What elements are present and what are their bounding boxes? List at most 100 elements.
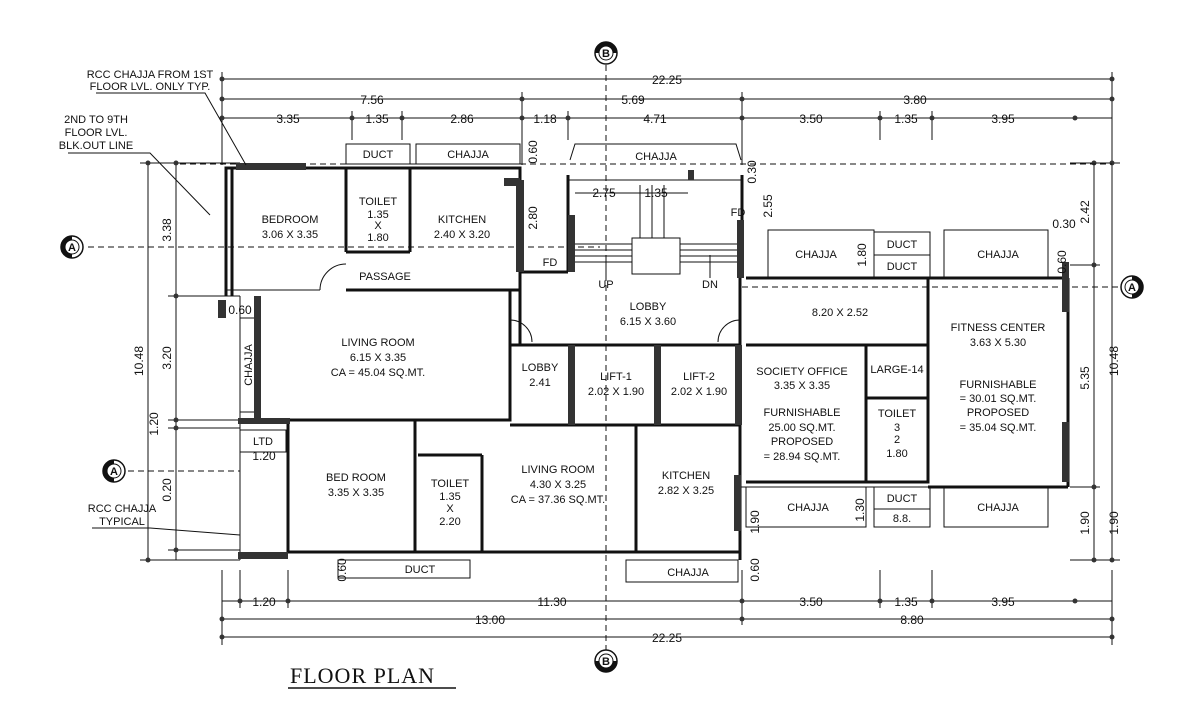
dim-misc: 0.60 — [526, 140, 540, 164]
room-size: X — [446, 503, 454, 515]
room-size: 2 — [894, 434, 900, 446]
room-note: FURNISHABLE — [763, 407, 840, 419]
room-name: LOBBY — [630, 301, 667, 313]
walls — [224, 143, 1070, 583]
dim-top-r2-c: 3.80 — [903, 93, 927, 107]
room-name: LOBBY — [522, 362, 559, 374]
columns — [218, 163, 1069, 559]
grid-marker-bottom: B — [594, 649, 618, 673]
dim-misc: 0.30 — [1052, 217, 1076, 231]
grid-label-a-left: A — [68, 242, 76, 254]
room-area: = 30.01 SQ.MT. — [960, 393, 1037, 405]
note-line: 2ND TO 9TH — [64, 114, 128, 126]
stair-up-label: UP — [598, 279, 613, 291]
dim-top-r3: 3.95 — [991, 112, 1015, 126]
misc-dims: 0.60 2.80 0.30 2.55 1.80 0.30 0.60 0.60 … — [228, 140, 1121, 582]
room-lift-2: LIFT-2 2.02 X 1.90 — [671, 371, 727, 398]
dim-top-r3: 3.50 — [799, 112, 823, 126]
room-name: LIVING ROOM — [341, 337, 414, 349]
room-lobby-small: LOBBY 2.41 — [522, 362, 559, 389]
note-line: FLOOR LVL. ONLY TYP. — [90, 81, 211, 93]
dim-bottom-r1: 3.50 — [799, 595, 823, 609]
dim-left-part: 3.38 — [160, 218, 174, 242]
room-size: 3.35 X 3.35 — [328, 487, 384, 499]
room-area: = 28.94 SQ.MT. — [764, 451, 841, 463]
fd-label: FD — [731, 207, 746, 219]
room-name: BEDROOM — [262, 214, 319, 226]
room-name: FITNESS CENTER — [951, 322, 1046, 334]
room-size: 6.15 X 3.60 — [620, 316, 676, 328]
dim-stair: 1.35 — [644, 186, 668, 200]
grid-lines — [88, 65, 1120, 650]
stair-down-label: DN — [702, 279, 718, 291]
dim-bottom-r2: 13.00 — [475, 613, 505, 627]
dim-top-r3: 1.35 — [365, 112, 389, 126]
room-size: 1.80 — [886, 448, 907, 460]
room-size: 1.35 — [367, 209, 388, 221]
room-society-office: SOCIETY OFFICE 3.35 X 3.35 FURNISHABLE 2… — [756, 366, 847, 463]
room-bedroom-2: BED ROOM 3.35 X 3.35 — [326, 472, 386, 499]
room-bedroom-1: BEDROOM 3.06 X 3.35 — [262, 214, 319, 241]
dim-top-r2-b: 5.69 — [621, 93, 645, 107]
room-size: 1.80 — [367, 232, 388, 244]
chajja-label: CHAJJA — [795, 249, 837, 261]
note-line: FLOOR LVL. — [65, 127, 128, 139]
room-passage: PASSAGE — [359, 271, 411, 283]
room-name: TOILET — [431, 478, 470, 490]
grid-marker-left: A — [60, 235, 84, 259]
stair-dims: 2.75 1.35 — [575, 186, 688, 200]
room-size: 2.02 X 1.90 — [671, 386, 727, 398]
room-size: 3.35 X 3.35 — [774, 380, 830, 392]
room-note: PROPOSED — [967, 407, 1029, 419]
room-name: BED ROOM — [326, 472, 386, 484]
dim-top-r3: 1.35 — [894, 112, 918, 126]
duct-label: DUCT — [363, 149, 394, 161]
dim-misc: 0.60 — [1055, 250, 1069, 274]
dim-bottom-r1: 1.20 — [252, 595, 276, 609]
dim-bottom-r2: 8.80 — [900, 613, 924, 627]
room-size: X — [374, 220, 382, 232]
room-toilet-2: TOILET 1.35 X 2.20 — [431, 478, 470, 528]
room-toilet-1: TOILET 1.35 X 1.80 — [359, 196, 398, 244]
chajja-label: CHAJJA — [787, 502, 829, 514]
room-size: 2.02 X 1.90 — [588, 386, 644, 398]
dim-misc: 1.90 — [1107, 511, 1121, 535]
room-living-1: LIVING ROOM 6.15 X 3.35 CA = 45.04 SQ.MT… — [331, 337, 425, 379]
room-carpet-area: CA = 37.36 SQ.MT. — [511, 494, 605, 506]
room-lift-1: LIFT-1 2.02 X 1.90 — [588, 371, 644, 398]
grid-marker-left-2: A — [102, 459, 126, 483]
dim-right-total: 10.48 — [1107, 346, 1121, 376]
dim-left-part: 0.20 — [160, 478, 174, 502]
dim-left-part: 1.20 — [147, 412, 161, 436]
room-lobby-main: LOBBY 6.15 X 3.60 — [620, 301, 676, 328]
grid-marker-right: A — [1120, 275, 1144, 299]
note-blk-out-line: 2ND TO 9TH FLOOR LVL. BLK.OUT LINE — [59, 114, 211, 216]
dim-top-total: 22.25 — [652, 73, 682, 87]
room-note: FURNISHABLE — [959, 379, 1036, 391]
chajja-label: CHAJJA — [243, 344, 255, 386]
duct-label: DUCT — [887, 239, 918, 251]
room-name: KITCHEN — [662, 470, 710, 482]
dim-right-part: 5.35 — [1078, 366, 1092, 390]
dim-bottom-total: 22.25 — [652, 631, 682, 645]
dim-top-r3: 4.71 — [643, 112, 667, 126]
grid-label-a-right: A — [1128, 282, 1136, 294]
fd-label: FD — [543, 257, 558, 269]
room-note: PROPOSED — [771, 436, 833, 448]
dim-misc: 2.80 — [526, 206, 540, 230]
room-kitchen-1: KITCHEN 2.40 X 3.20 — [434, 214, 490, 241]
dim-misc: 0.30 — [745, 160, 759, 184]
right-dimensions: 2.42 5.35 1.90 10.48 — [1070, 160, 1121, 563]
dim-top-r3: 2.86 — [450, 112, 474, 126]
room-name: LIVING ROOM — [521, 464, 594, 476]
room-fitness-center: FITNESS CENTER 3.63 X 5.30 FURNISHABLE =… — [951, 322, 1046, 434]
note-line: RCC CHAJJA — [88, 503, 157, 515]
dim-left-total: 10.48 — [132, 346, 146, 376]
dim-bottom-r1: 11.30 — [537, 595, 566, 609]
grid-marker-top: B — [594, 41, 618, 65]
left-dimensions: 10.48 3.38 3.20 1.20 0.20 — [132, 160, 240, 563]
dim-misc: 1.90 — [748, 510, 762, 534]
room-name: TOILET — [878, 408, 917, 420]
room-size: 6.15 X 3.35 — [350, 352, 406, 364]
